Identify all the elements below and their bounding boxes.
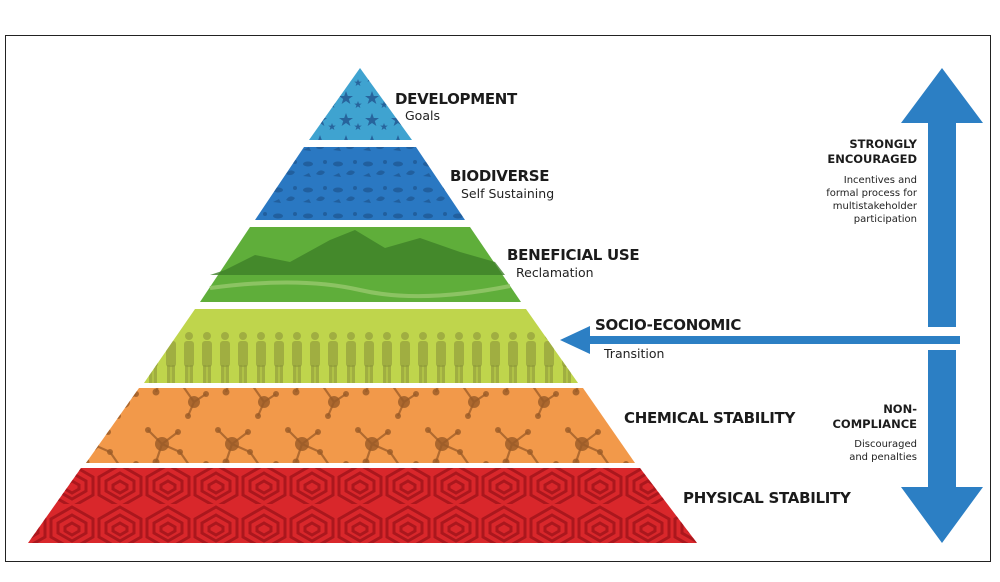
tier-title-physical-stability: PHYSICAL STABILITY [683, 489, 852, 507]
tier-chemical-stability [86, 388, 635, 463]
non-compliance-line2: COMPLIANCE [832, 417, 917, 431]
left-arrow-icon [560, 326, 960, 354]
strongly-encouraged-line1: STRONGLY [849, 137, 917, 151]
incentives-text-line1: Incentives and [844, 175, 917, 186]
tier-subtitle-socio-economic: Transition [603, 346, 664, 361]
up-arrow-icon [901, 68, 983, 327]
incentives-text-line3: multistakeholder [833, 201, 918, 212]
incentives-text-line4: participation [854, 214, 917, 225]
tier-title-chemical-stability: CHEMICAL STABILITY [624, 409, 796, 427]
tier-beneficial-use [200, 227, 521, 302]
tier-subtitle-development: Goals [405, 108, 440, 123]
discouraged-text-line1: Discouraged [854, 439, 917, 450]
tier-title-biodiverse: BIODIVERSE [450, 167, 549, 185]
tier-socio-economic [144, 309, 578, 383]
down-arrow-icon [901, 350, 983, 543]
tier-physical-stability [28, 468, 697, 543]
strongly-encouraged-line2: ENCOURAGED [827, 152, 917, 166]
tier-subtitle-biodiverse: Self Sustaining [461, 186, 554, 201]
tier-title-socio-economic: SOCIO-ECONOMIC [595, 316, 741, 334]
non-compliance-line1: NON- [883, 402, 917, 416]
discouraged-text-line2: and penalties [849, 452, 917, 463]
tier-development [309, 68, 412, 140]
tier-title-beneficial-use: BENEFICIAL USE [507, 246, 639, 264]
tier-biodiverse [255, 147, 465, 220]
mountain-silhouette [210, 230, 505, 275]
incentives-text-line2: formal process for [826, 188, 918, 199]
tier-title-development: DEVELOPMENT [395, 90, 518, 108]
tier-subtitle-beneficial-use: Reclamation [516, 265, 594, 280]
diagram-frame [5, 35, 991, 562]
